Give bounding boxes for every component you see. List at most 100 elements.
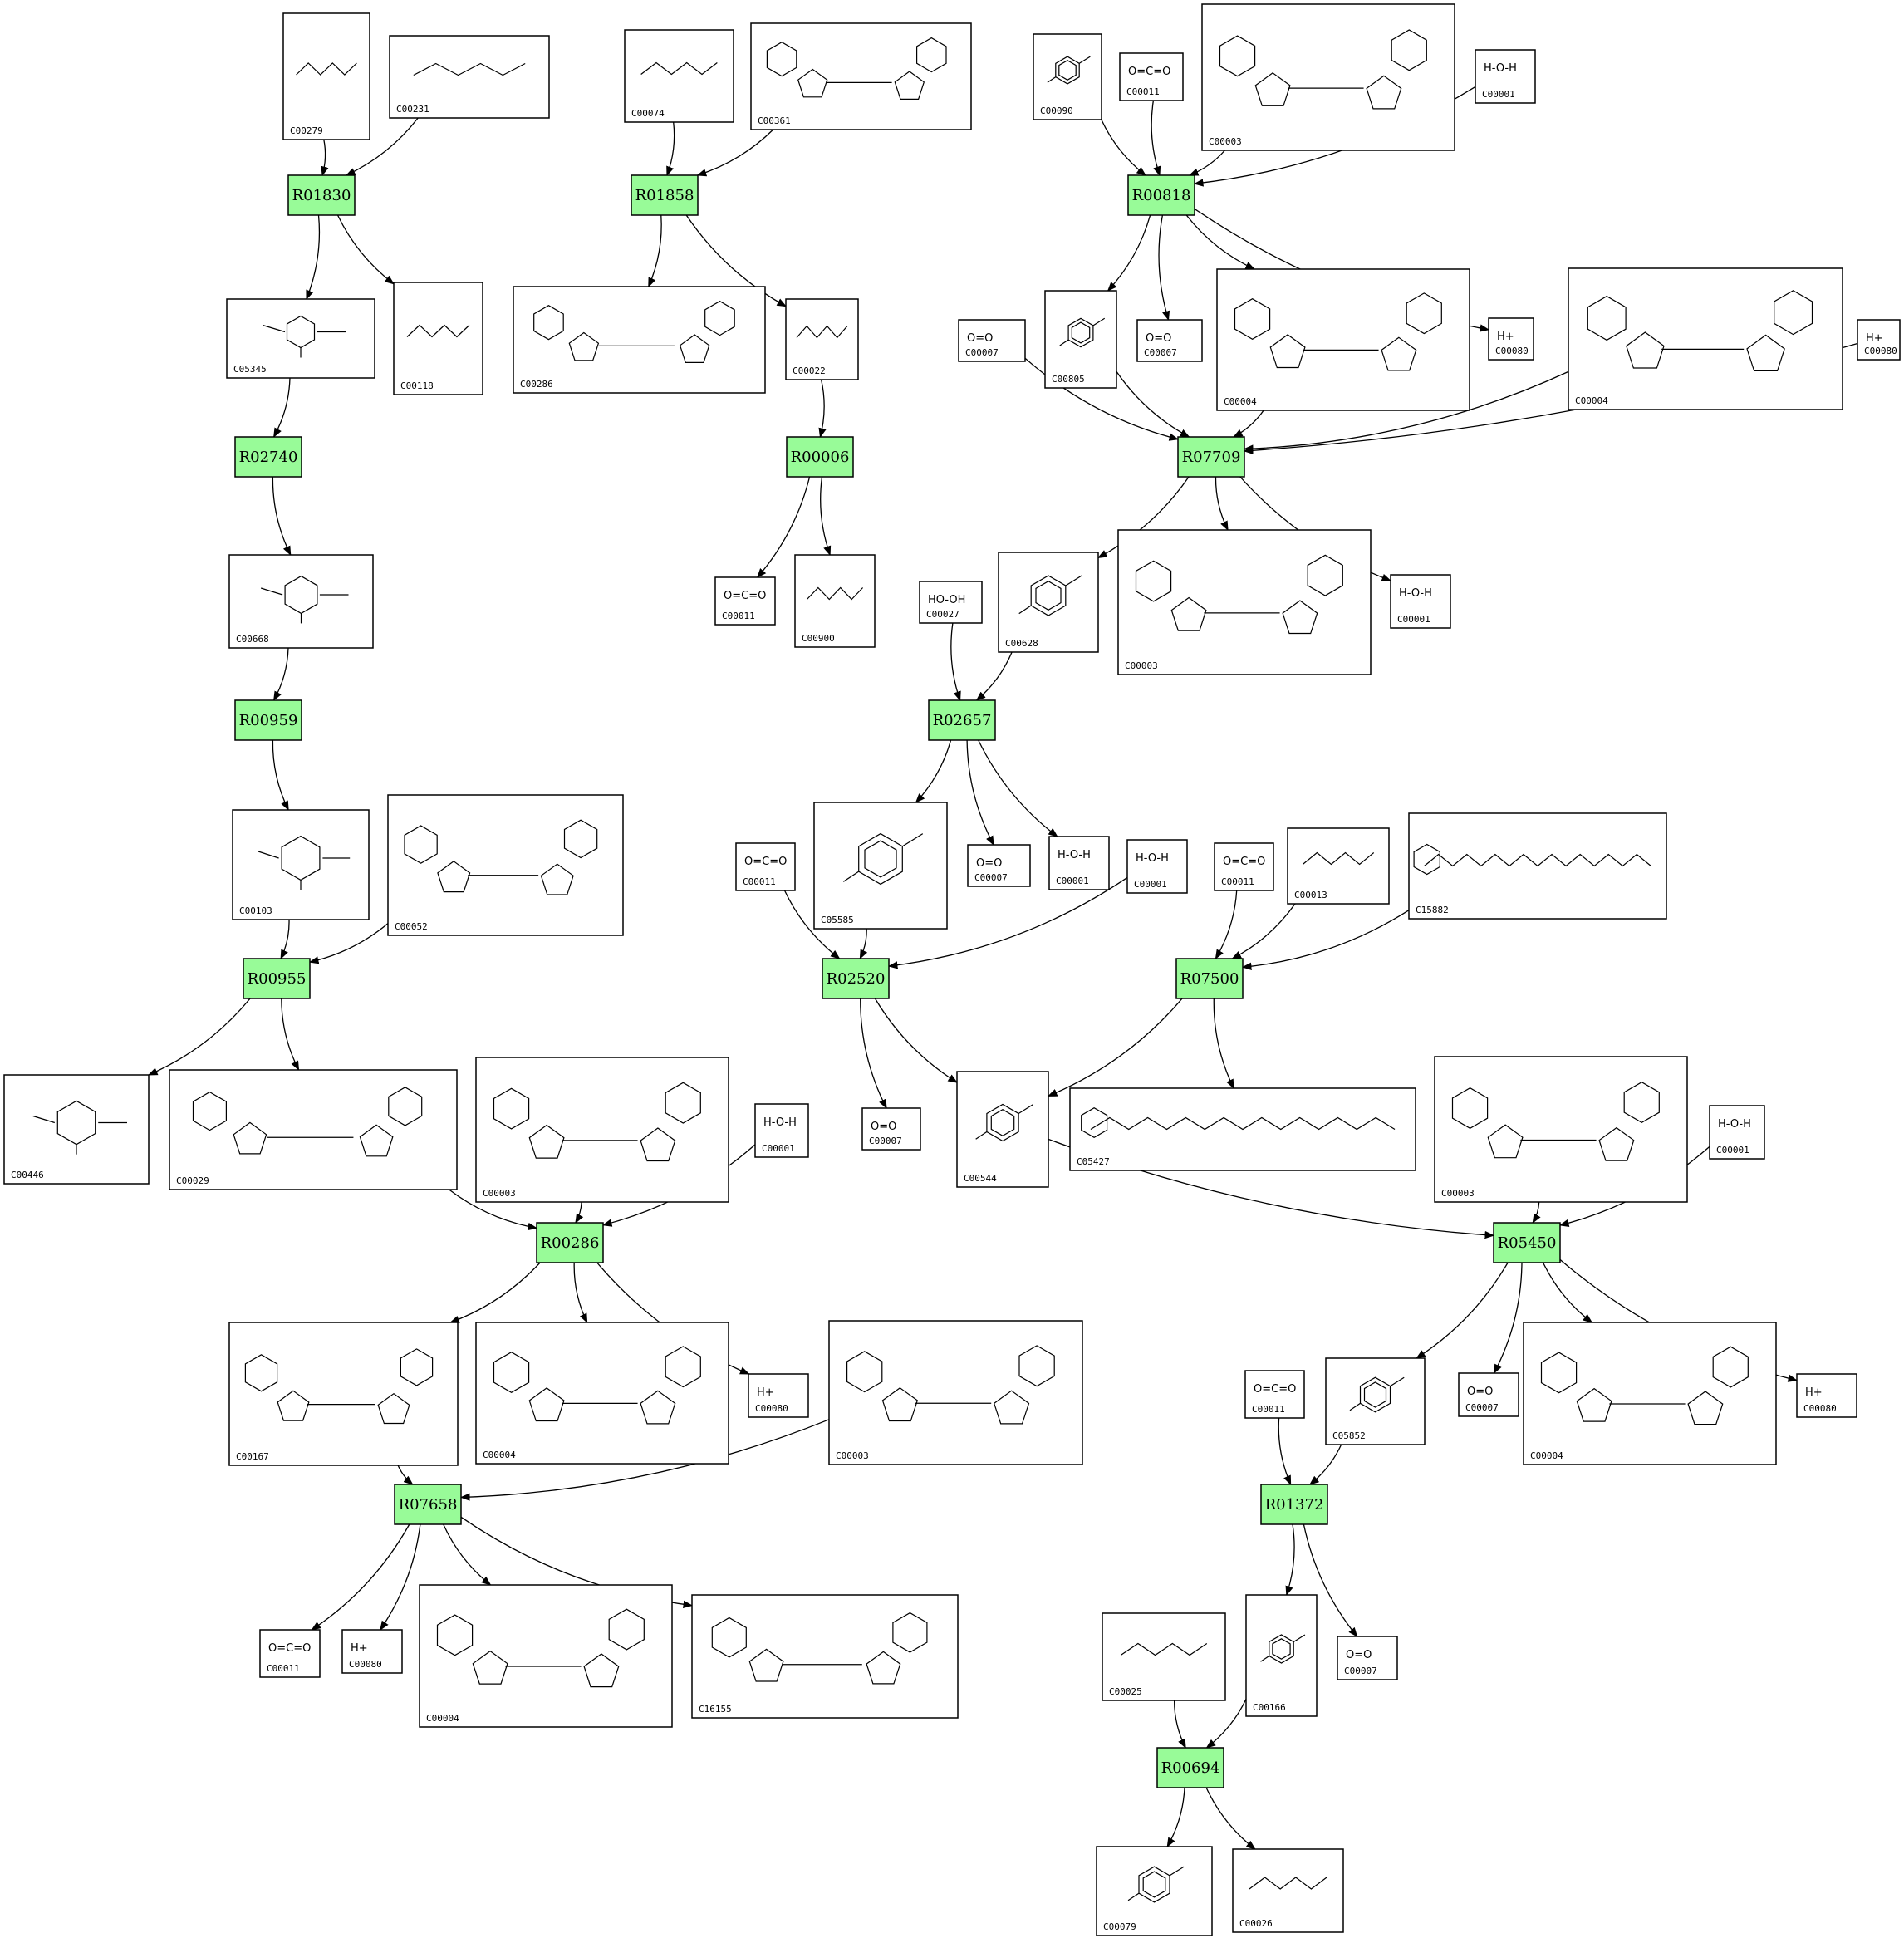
reaction-label: R00955 — [248, 970, 307, 988]
reaction-edge — [281, 998, 300, 1072]
compound-node[interactable]: C00074 — [624, 29, 734, 123]
reaction-node[interactable]: R01858 — [631, 174, 699, 216]
compound-formula: O=C=O — [1254, 1383, 1296, 1396]
compound-node[interactable]: C00003 — [1117, 529, 1372, 675]
reaction-node[interactable]: R05450 — [1493, 1222, 1561, 1263]
compound-label: C00052 — [395, 921, 428, 932]
compound-node[interactable]: C00544 — [956, 1071, 1049, 1188]
compound-node[interactable]: C00668 — [228, 554, 374, 649]
compound-node[interactable]: H+C00080 — [1488, 317, 1534, 361]
reaction-node[interactable]: R01372 — [1260, 1484, 1328, 1525]
compound-box — [1325, 1357, 1426, 1445]
compound-node[interactable]: C15882 — [1408, 812, 1667, 920]
compound-node[interactable]: C00029 — [169, 1069, 458, 1190]
compound-node[interactable]: C00013 — [1287, 827, 1390, 905]
reaction-node[interactable]: R07709 — [1177, 436, 1245, 478]
compound-node[interactable]: C00004 — [475, 1322, 729, 1465]
reaction-node[interactable]: R00959 — [234, 699, 302, 741]
compound-node[interactable]: C00900 — [794, 554, 876, 648]
reaction-edge — [443, 1523, 492, 1586]
structure-glyph — [258, 835, 351, 890]
compound-node[interactable]: C00279 — [282, 12, 370, 140]
compound-node[interactable]: C00004 — [1523, 1322, 1777, 1465]
reaction-node[interactable]: R07500 — [1175, 958, 1244, 999]
compound-node[interactable]: C00022 — [785, 298, 859, 380]
compound-node[interactable]: C00805 — [1044, 290, 1117, 389]
compound-node[interactable]: C00118 — [393, 282, 483, 395]
compound-node[interactable]: C00286 — [513, 286, 766, 394]
compound-node[interactable]: C16155 — [691, 1594, 959, 1719]
compound-formula: H-O-H — [1718, 1118, 1751, 1131]
reaction-node[interactable]: R01830 — [287, 174, 356, 216]
compound-node[interactable]: C00003 — [475, 1057, 729, 1203]
compound-node[interactable]: H+C00080 — [341, 1629, 403, 1674]
compound-label: C00013 — [1294, 890, 1327, 900]
compound-node[interactable]: C00231 — [389, 35, 550, 119]
compound-node[interactable]: C05852 — [1325, 1357, 1426, 1445]
reaction-node[interactable]: R00006 — [786, 436, 854, 478]
compound-box — [228, 554, 374, 649]
compound-node[interactable]: H+C00080 — [1857, 319, 1901, 361]
compound-node[interactable]: C00052 — [387, 794, 624, 936]
reaction-node[interactable]: R00694 — [1156, 1747, 1224, 1788]
compound-node[interactable]: C05427 — [1069, 1087, 1416, 1171]
compound-node[interactable]: C00003 — [1201, 3, 1455, 151]
reaction-node[interactable]: R02740 — [234, 436, 302, 478]
compound-node[interactable]: H+C00080 — [1796, 1373, 1857, 1418]
reaction-node[interactable]: R02657 — [928, 699, 996, 741]
compound-label: C00007 — [869, 1136, 902, 1146]
compound-box — [1245, 1594, 1318, 1717]
reaction-edge — [311, 1523, 410, 1631]
compound-node[interactable]: C00003 — [1434, 1056, 1688, 1203]
compound-node[interactable]: H+C00080 — [748, 1373, 809, 1418]
compound-label: C00001 — [1056, 876, 1089, 886]
reaction-node[interactable]: R00818 — [1127, 174, 1195, 216]
compound-node[interactable]: C00090 — [1033, 33, 1102, 120]
compound-node[interactable]: C00628 — [998, 552, 1099, 653]
structure-glyph — [263, 315, 346, 358]
compound-label: C00090 — [1040, 105, 1073, 116]
compound-node[interactable]: C00026 — [1232, 1848, 1344, 1933]
compound-node[interactable]: C00361 — [750, 22, 972, 130]
compound-node[interactable]: C00167 — [228, 1322, 459, 1466]
compound-label: C05585 — [821, 915, 854, 925]
compound-box — [1244, 1370, 1305, 1419]
reaction-node[interactable]: R00286 — [536, 1222, 604, 1263]
structure-glyph — [192, 1087, 423, 1157]
compound-node[interactable]: C00004 — [419, 1584, 673, 1728]
compound-node[interactable]: C00166 — [1245, 1594, 1318, 1717]
compound-node[interactable]: C00004 — [1568, 267, 1843, 410]
compound-node[interactable]: C05585 — [813, 802, 948, 930]
compound-node[interactable]: C00003 — [828, 1320, 1083, 1465]
compound-node[interactable]: C00079 — [1096, 1846, 1213, 1936]
compound-node[interactable]: C00446 — [3, 1074, 150, 1185]
compound-node[interactable]: C05345 — [226, 298, 375, 379]
compound-node[interactable]: C00103 — [232, 809, 370, 920]
compound-node[interactable]: C00025 — [1102, 1612, 1226, 1701]
reaction-node[interactable]: R02520 — [822, 958, 890, 999]
structure-glyph — [842, 832, 924, 886]
reaction-node[interactable]: R07658 — [394, 1484, 462, 1525]
reaction-node[interactable]: R00955 — [243, 958, 311, 999]
reaction-edge — [757, 476, 811, 578]
compound-node[interactable]: C00004 — [1216, 268, 1470, 411]
